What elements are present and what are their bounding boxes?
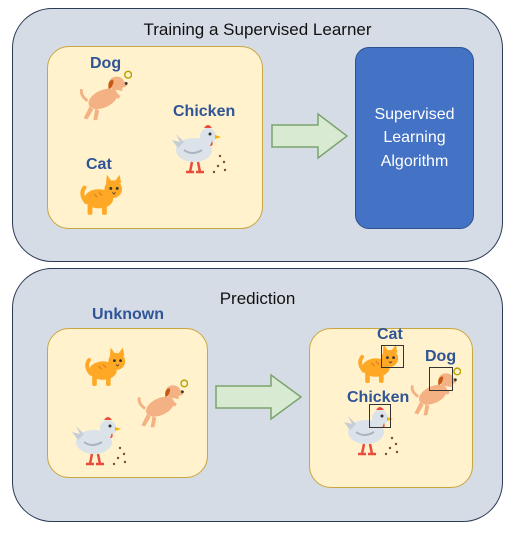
- dog-bounding-box: [429, 367, 453, 391]
- chicken-bounding-box: [369, 404, 391, 428]
- predicted-chicken-label: Chicken: [347, 389, 410, 406]
- training-chicken-icon: [170, 118, 230, 178]
- algorithm-line-1: Supervised: [374, 106, 455, 124]
- training-cat-icon: [76, 170, 128, 218]
- cat-bounding-box: [381, 345, 404, 368]
- training-dog-label: Dog: [90, 55, 122, 72]
- unknown-data-box: [47, 328, 208, 478]
- unknown-cat-icon: [80, 343, 132, 389]
- unknown-dog-icon: [132, 375, 188, 431]
- prediction-title: Prediction: [219, 289, 296, 308]
- training-chicken-label: Chicken: [173, 103, 236, 120]
- unknown-label: Unknown: [92, 306, 164, 323]
- supervised-learning-algorithm-box: Supervised Learning Algorithm: [355, 47, 474, 229]
- unknown-chicken-icon: [70, 410, 130, 470]
- predicted-dog-label: Dog: [425, 348, 457, 365]
- training-arrow: [271, 112, 349, 160]
- algorithm-line-2: Learning: [383, 129, 446, 147]
- predicted-cat-label: Cat: [377, 326, 403, 343]
- algorithm-line-3: Algorithm: [380, 152, 449, 170]
- training-title: Training a Supervised Learner: [143, 20, 372, 39]
- training-cat-label: Cat: [86, 156, 112, 173]
- training-dog-icon: [74, 66, 132, 124]
- prediction-arrow: [215, 373, 303, 421]
